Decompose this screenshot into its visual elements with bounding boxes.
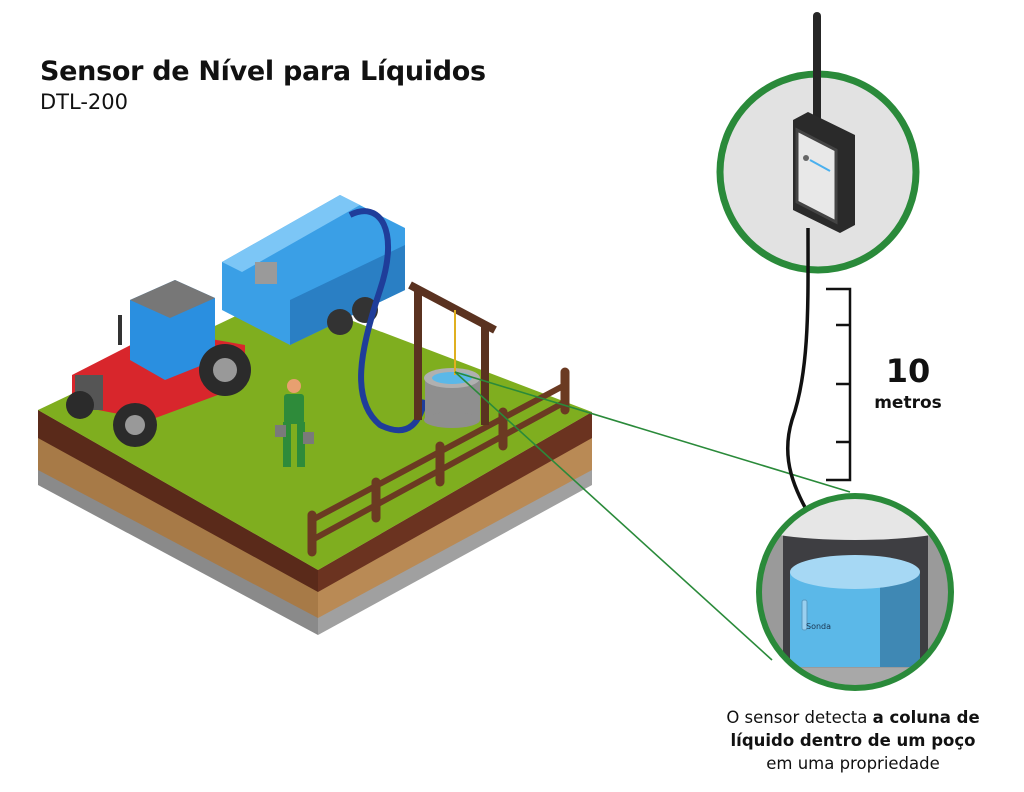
caption-bold2: líquido dentro de um poço (730, 731, 976, 750)
scale-value: 10 (885, 352, 931, 390)
fence (307, 367, 570, 557)
tractor (66, 280, 251, 447)
farmer (275, 379, 314, 467)
caption-bold1: a coluna de (872, 708, 980, 727)
caption-part1: O sensor detecta (726, 708, 873, 727)
scale-bracket (826, 287, 852, 482)
zoom-line-top (454, 371, 851, 493)
sensor-detail-circle (716, 12, 920, 274)
water-tank-trailer (222, 195, 405, 345)
scale-unit: metros (874, 393, 942, 413)
probe-label: Sonda (806, 622, 832, 631)
caption-part2: em uma propriedade (766, 754, 940, 773)
sensor-cable (785, 227, 814, 640)
farm-island (38, 294, 592, 635)
hose (348, 208, 428, 434)
zoom-line-bottom (454, 371, 773, 661)
model-subtitle: DTL-200 (40, 90, 128, 114)
well (408, 281, 497, 428)
page-title: Sensor de Nível para Líquidos (40, 56, 486, 87)
well-cutaway-circle (756, 493, 954, 691)
caption: O sensor detecta a coluna de líquido den… (700, 706, 1006, 775)
